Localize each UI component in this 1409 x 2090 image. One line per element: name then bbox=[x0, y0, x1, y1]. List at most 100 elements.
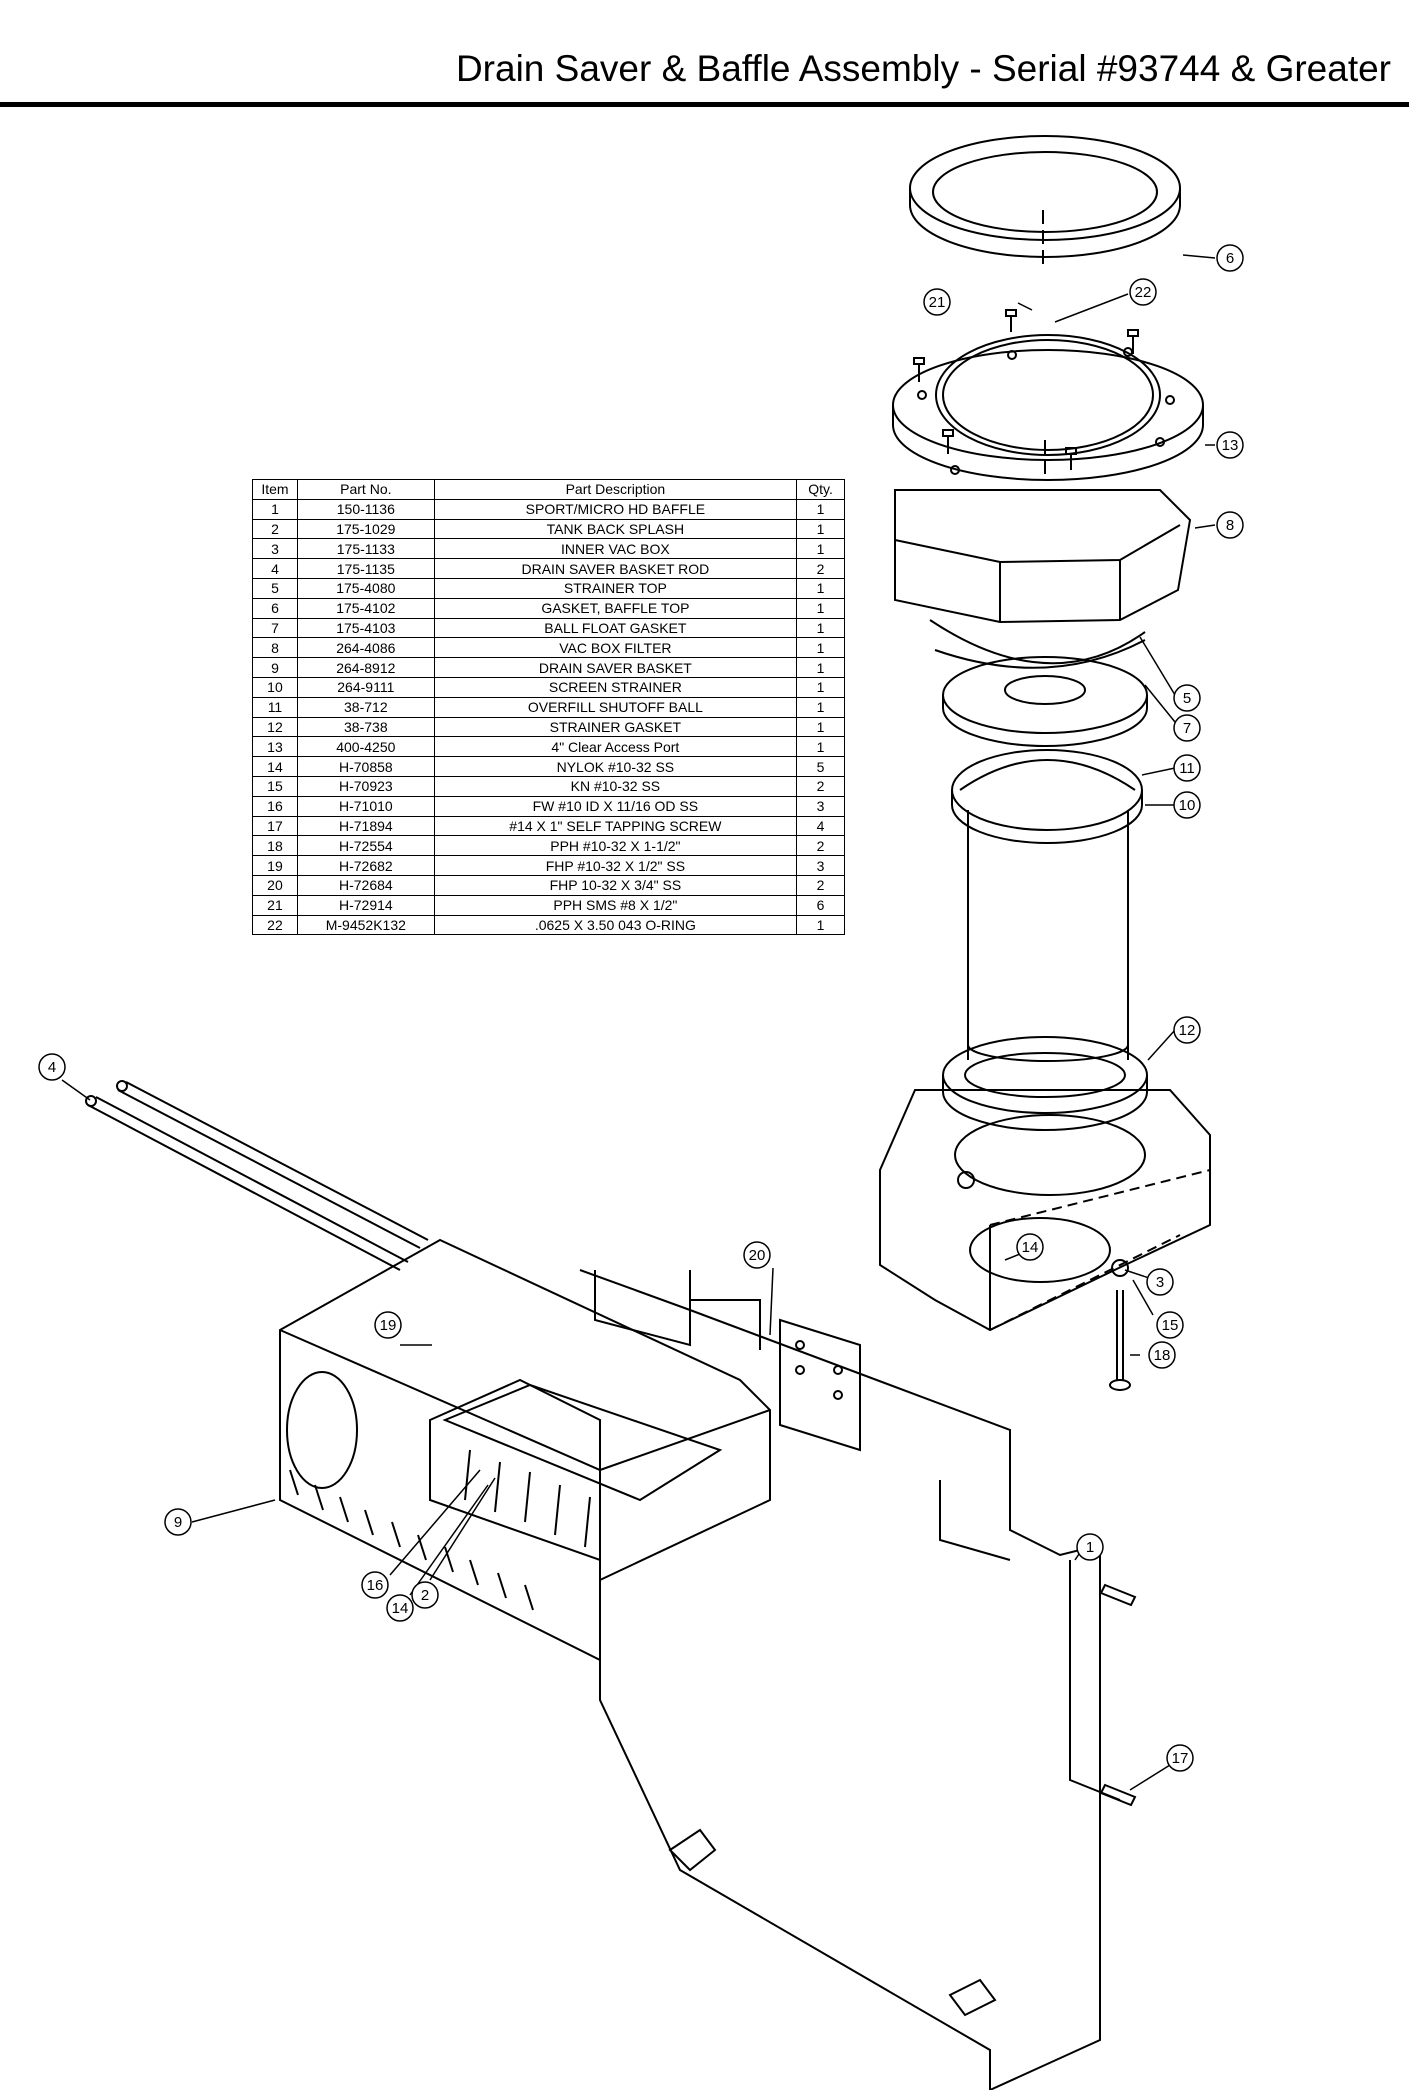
inner-vac-box bbox=[879, 1089, 1211, 1332]
item-cell: 20 bbox=[252, 874, 298, 896]
callout-label: 2 bbox=[421, 1587, 429, 1604]
qty-cell: 1 bbox=[796, 637, 845, 659]
callout-circle bbox=[1173, 791, 1201, 819]
leader-lines bbox=[61, 254, 1216, 1791]
callout-circle bbox=[164, 1508, 192, 1536]
item-cell: 17 bbox=[252, 815, 298, 837]
callout-label: 6 bbox=[1226, 250, 1234, 267]
callout-circle bbox=[1173, 1016, 1201, 1044]
part-no-cell: H-72914 bbox=[296, 894, 435, 916]
callout-circle bbox=[411, 1581, 439, 1609]
callout-circle bbox=[386, 1594, 414, 1622]
callout-circle bbox=[1173, 714, 1201, 742]
qty-cell: 1 bbox=[796, 538, 845, 560]
callout-circle bbox=[1148, 1341, 1176, 1369]
callout-circle bbox=[1216, 244, 1244, 272]
part-no-cell: H-70923 bbox=[296, 775, 435, 797]
callout-circle bbox=[1129, 278, 1157, 306]
callout-label: 12 bbox=[1179, 1022, 1196, 1039]
description-cell: DRAIN SAVER BASKET bbox=[433, 657, 798, 678]
item-cell: 13 bbox=[252, 736, 298, 758]
baffle-top-gasket bbox=[909, 135, 1181, 258]
vac-box-filter bbox=[894, 489, 1192, 624]
callout-label: 10 bbox=[1179, 797, 1196, 814]
pph-screw bbox=[1109, 1290, 1131, 1391]
callout-label: 7 bbox=[1183, 720, 1191, 737]
page-title: Drain Saver & Baffle Assembly - Serial #… bbox=[455, 48, 1391, 89]
sport-micro-hd-baffle bbox=[579, 1269, 1121, 2090]
callout-label: 3 bbox=[1156, 1274, 1164, 1291]
callout-circle bbox=[1173, 684, 1201, 712]
title-rule bbox=[0, 102, 1409, 107]
qty-cell: 4 bbox=[796, 815, 845, 837]
description-cell: NYLOK #10-32 SS bbox=[433, 756, 798, 777]
part-no-cell: M-9452K132 bbox=[296, 914, 435, 936]
callout-circle bbox=[1146, 1268, 1174, 1296]
description-cell: SPORT/MICRO HD BAFFLE bbox=[433, 498, 798, 520]
clear-access-port bbox=[892, 334, 1204, 481]
callout-circle bbox=[38, 1053, 66, 1081]
basket-slots bbox=[289, 1449, 591, 1611]
part-no-cell: 38-712 bbox=[296, 696, 435, 718]
description-cell: PPH #10-32 X 1-1/2" bbox=[433, 835, 798, 857]
part-no-cell: H-71894 bbox=[296, 815, 435, 837]
callout-circle bbox=[743, 1241, 771, 1269]
screen-strainer bbox=[951, 749, 1143, 844]
callout-circle bbox=[1166, 1744, 1194, 1772]
part-no-cell: 175-1029 bbox=[296, 518, 435, 540]
callout-label: 9 bbox=[174, 1514, 182, 1531]
description-cell: .0625 X 3.50 043 O-RING bbox=[433, 914, 798, 936]
description-cell: INNER VAC BOX bbox=[433, 538, 798, 560]
callout-label: 21 bbox=[929, 294, 946, 311]
qty-cell: 1 bbox=[796, 597, 845, 619]
callout-label: 15 bbox=[1162, 1317, 1179, 1334]
callout-label: 20 bbox=[749, 1247, 766, 1264]
strainer-top bbox=[929, 619, 1146, 669]
callout-label: 5 bbox=[1183, 690, 1191, 707]
qty-cell: 1 bbox=[796, 657, 845, 678]
item-cell: 14 bbox=[252, 756, 298, 777]
description-cell: OVERFILL SHUTOFF BALL bbox=[433, 696, 798, 718]
part-no-cell: H-72682 bbox=[296, 855, 435, 876]
description-cell: FHP 10-32 X 3/4" SS bbox=[433, 874, 798, 896]
callout-label: 14 bbox=[1022, 1239, 1039, 1256]
callout-circle bbox=[1016, 1233, 1044, 1261]
part-no-cell: 175-4103 bbox=[296, 617, 435, 639]
callout-circle bbox=[1076, 1533, 1104, 1561]
description-cell: KN #10-32 SS bbox=[433, 775, 798, 797]
item-cell: 22 bbox=[252, 914, 298, 936]
callout-label: 16 bbox=[367, 1577, 384, 1594]
part-no-cell: 264-9111 bbox=[296, 676, 435, 698]
callout-circle bbox=[1156, 1311, 1184, 1339]
basket-rods bbox=[85, 1080, 429, 1271]
callout-circle bbox=[374, 1311, 402, 1339]
callout-label: 4 bbox=[48, 1059, 56, 1076]
callout-label: 18 bbox=[1154, 1347, 1171, 1364]
description-cell: FW #10 ID X 11/16 OD SS bbox=[433, 795, 798, 817]
description-cell: STRAINER GASKET bbox=[433, 716, 798, 738]
callout-label: 19 bbox=[380, 1317, 397, 1334]
callout-label: 22 bbox=[1135, 284, 1152, 301]
strainer-gasket bbox=[942, 1036, 1148, 1131]
description-cell: DRAIN SAVER BASKET ROD bbox=[433, 558, 798, 579]
callout-circle bbox=[361, 1571, 389, 1599]
callout-label: 11 bbox=[1179, 760, 1195, 777]
item-cell: 10 bbox=[252, 676, 298, 698]
item-cell: 15 bbox=[252, 775, 298, 797]
part-no-cell: 175-1135 bbox=[296, 558, 435, 579]
